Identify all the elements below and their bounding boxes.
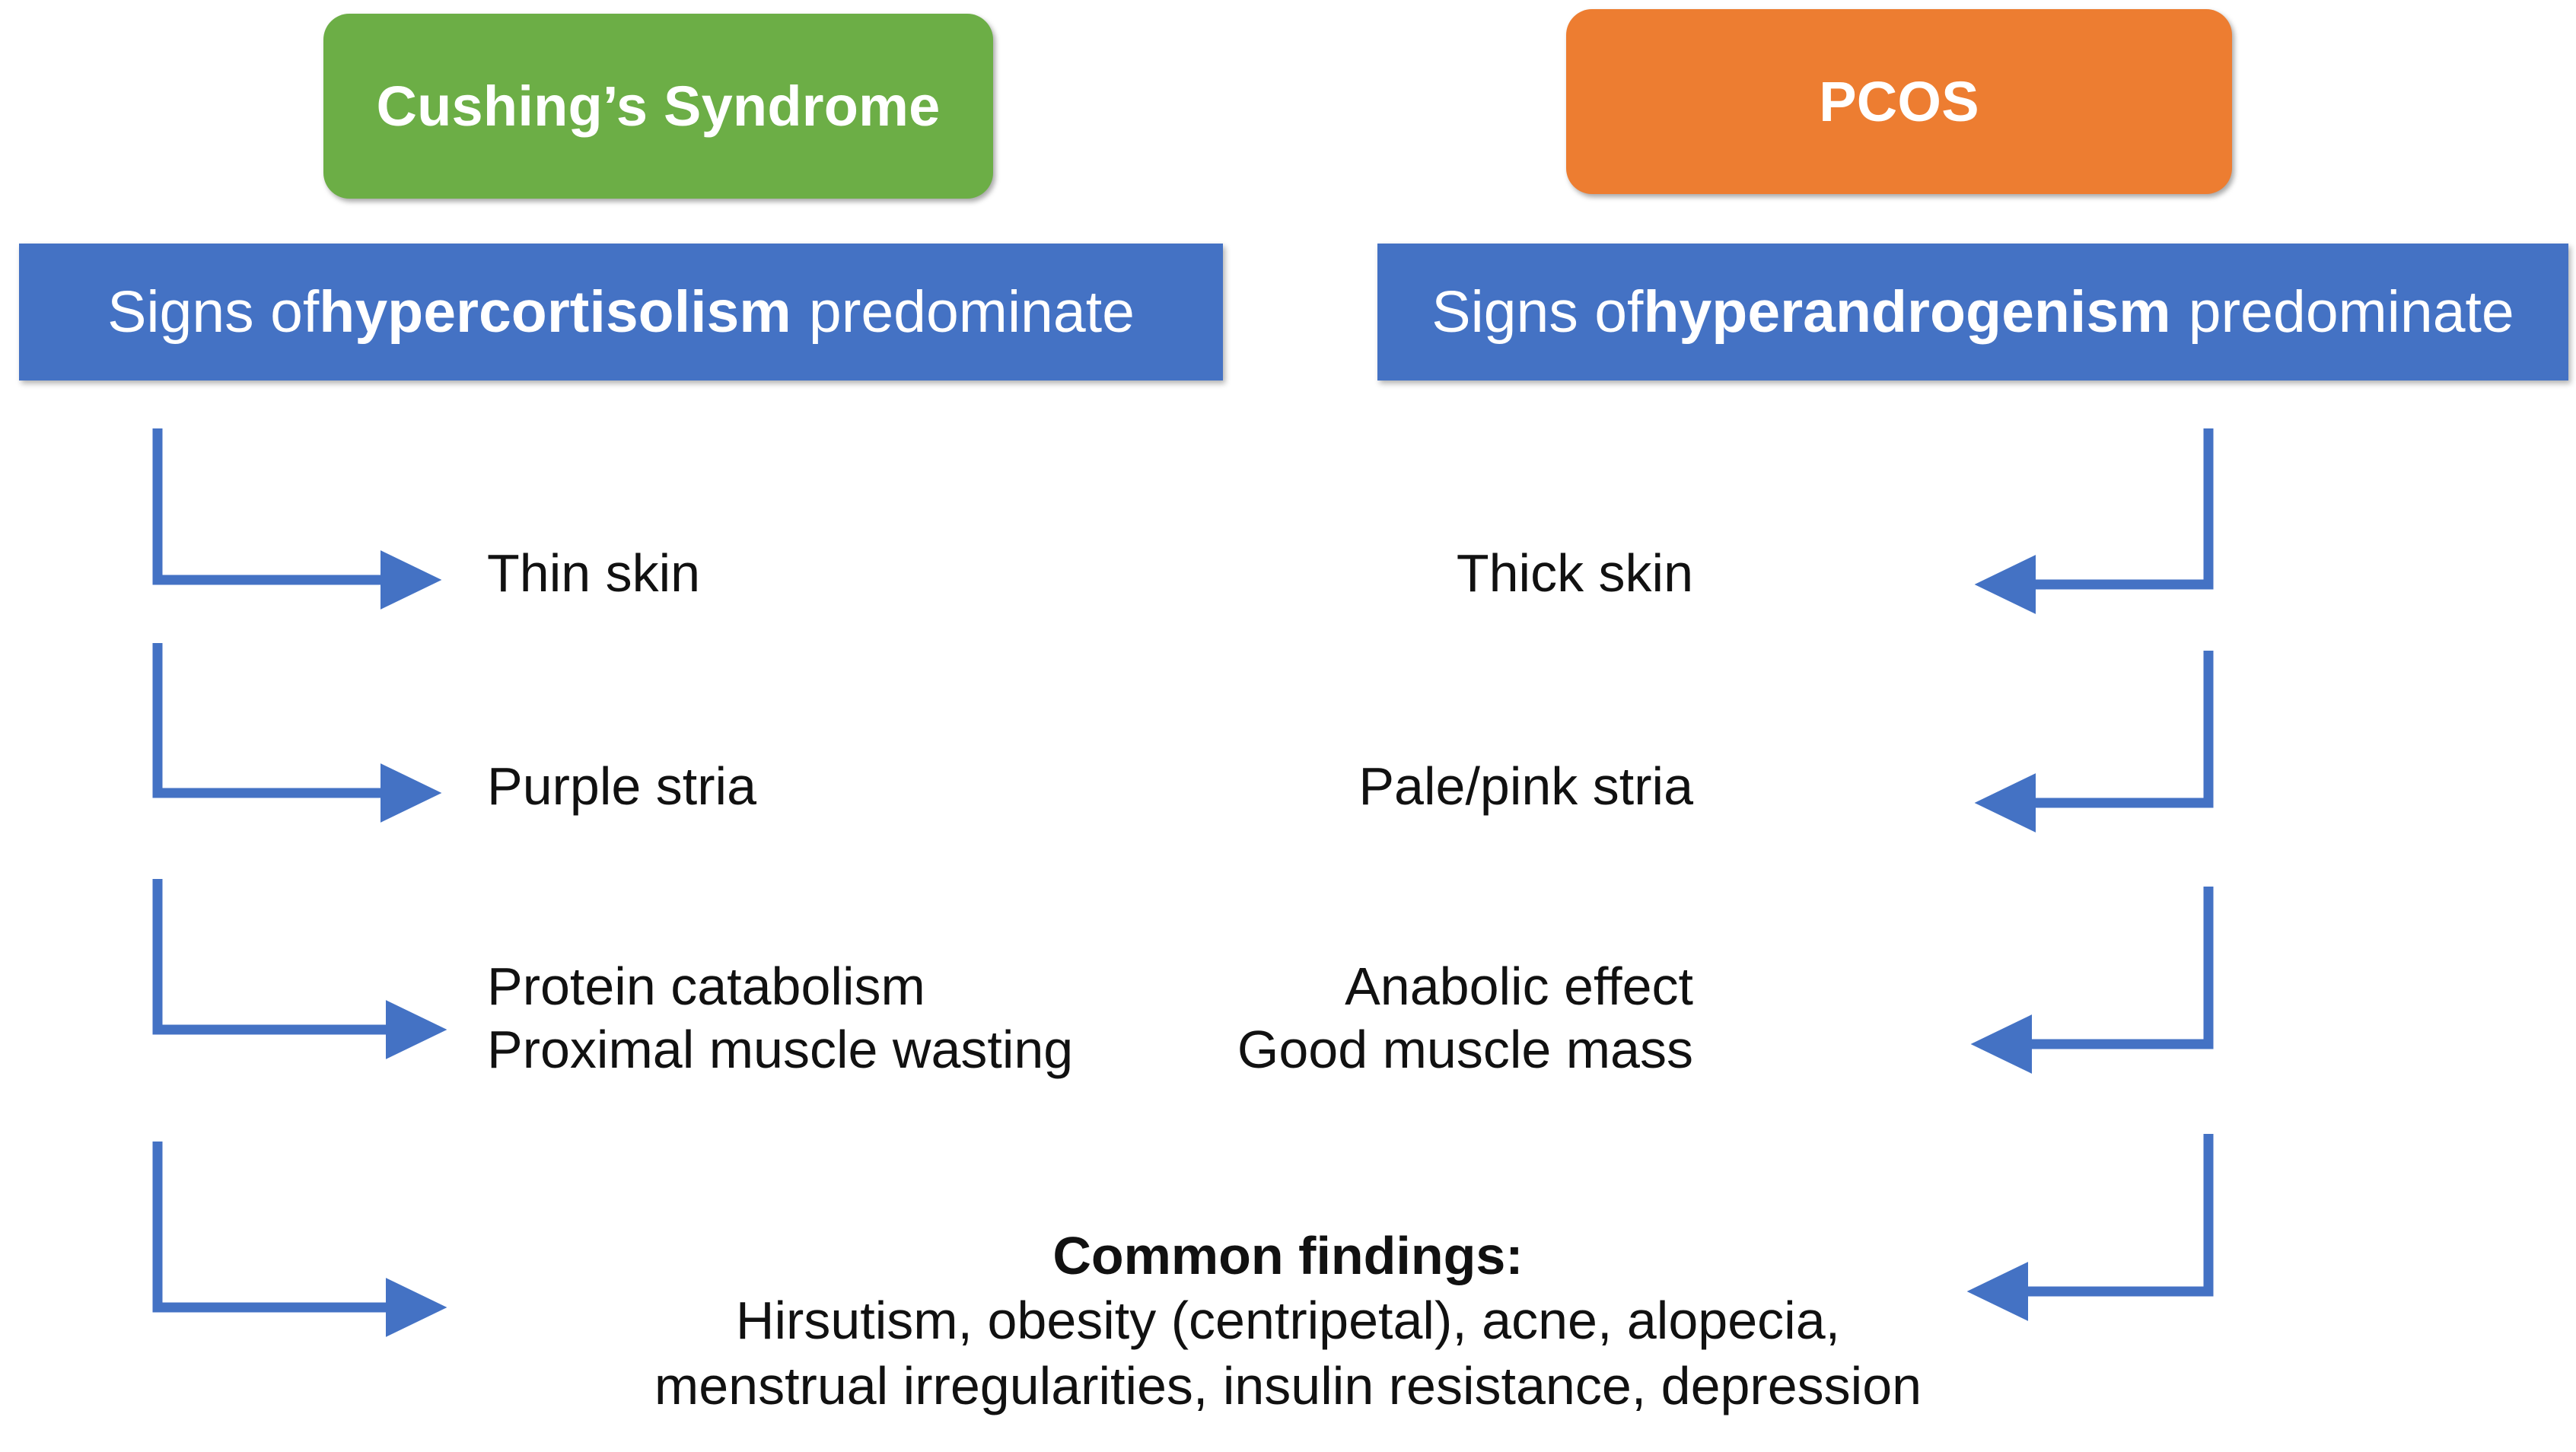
label-protein-catabolism: Protein catabolism Proximal muscle wasti… bbox=[487, 955, 1073, 1081]
label-thick-skin-line-1: Thick skin bbox=[1456, 543, 1693, 603]
header-pill-pcos: PCOS bbox=[1566, 9, 2232, 194]
common-findings-line-1: Hirsutism, obesity (centripetal), acne, … bbox=[735, 1291, 1841, 1351]
header-pill-cushings-label: Cushing’s Syndrome bbox=[376, 75, 941, 138]
banner-right-prefix: Signs of bbox=[1431, 279, 1644, 345]
label-thick-skin: Thick skin bbox=[1457, 542, 1693, 605]
label-thin-skin: Thin skin bbox=[487, 542, 700, 605]
banner-hyperandrogenism: Signs of hyperandrogenism predominate bbox=[1377, 244, 2568, 381]
common-findings-block: Common findings: Hirsutism, obesity (cen… bbox=[0, 1224, 2576, 1419]
arrow-left-elbow-icon-anabolic-effect bbox=[1970, 887, 2214, 1074]
label-purple-stria-line-1: Purple stria bbox=[487, 756, 757, 816]
label-anabolic-effect: Anabolic effect Good muscle mass bbox=[1237, 955, 1693, 1081]
header-pill-pcos-label: PCOS bbox=[1819, 70, 1979, 133]
header-pill-cushings: Cushing’s Syndrome bbox=[323, 14, 993, 199]
banner-hypercortisolism: Signs of hypercortisolism predominate bbox=[19, 244, 1223, 381]
common-findings-heading: Common findings: bbox=[1052, 1226, 1524, 1285]
arrow-right-elbow-icon-protein-catabolism bbox=[152, 879, 447, 1059]
banner-left-emphasis: hypercortisolism bbox=[319, 279, 791, 345]
label-anabolic-effect-line-2: Good muscle mass bbox=[1237, 1019, 1693, 1079]
arrow-right-elbow-icon-purple-stria bbox=[152, 643, 442, 823]
label-protein-catabolism-line-2: Proximal muscle wasting bbox=[487, 1019, 1074, 1079]
arrow-left-elbow-icon-thick-skin bbox=[1974, 428, 2214, 614]
label-anabolic-effect-line-1: Anabolic effect bbox=[1345, 957, 1693, 1016]
label-pale-pink-stria-line-1: Pale/pink stria bbox=[1358, 756, 1693, 816]
arrow-right-elbow-icon-thin-skin bbox=[152, 428, 442, 610]
banner-right-emphasis: hyperandrogenism bbox=[1643, 279, 2171, 345]
banner-left-suffix: predominate bbox=[808, 279, 1135, 345]
common-findings-line-2: menstrual irregularities, insulin resist… bbox=[654, 1355, 1922, 1415]
label-protein-catabolism-line-1: Protein catabolism bbox=[487, 957, 925, 1016]
banner-left-prefix: Signs of bbox=[107, 279, 320, 345]
label-pale-pink-stria: Pale/pink stria bbox=[1358, 755, 1693, 818]
label-thin-skin-line-1: Thin skin bbox=[487, 543, 701, 603]
arrow-left-elbow-icon-pale-pink-stria bbox=[1974, 651, 2214, 833]
label-purple-stria: Purple stria bbox=[487, 755, 756, 818]
banner-right-suffix: predominate bbox=[2188, 279, 2514, 345]
